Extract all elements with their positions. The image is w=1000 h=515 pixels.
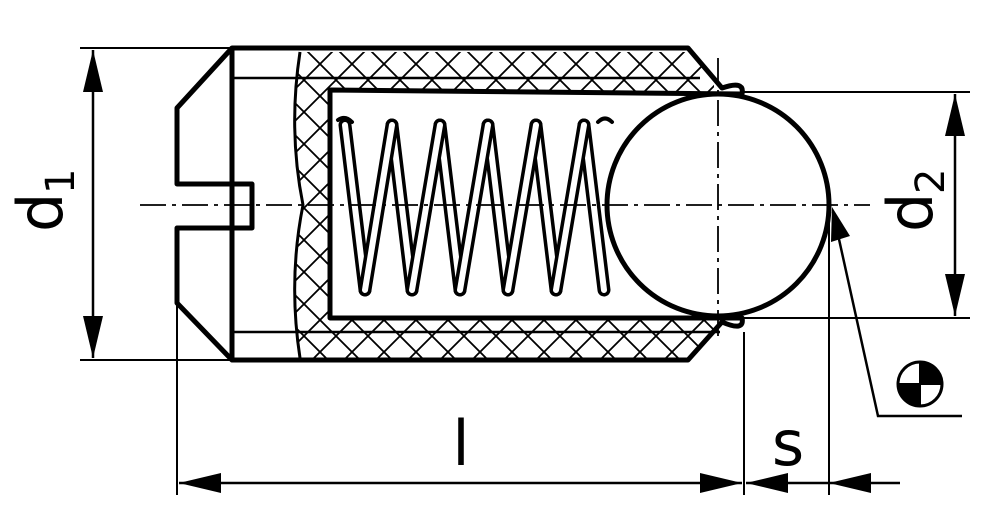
label-s: s [772,407,804,480]
d1-dimension-line [83,50,103,358]
extension-lines [80,47,970,495]
d2-dimension-line [945,94,965,316]
leader-line [831,207,962,418]
svg-text:d: d [4,193,77,232]
svg-text:2: 2 [908,169,954,194]
label-l: l [452,407,469,480]
center-of-gravity-icon [896,360,944,408]
l-dimension-line [179,473,742,493]
label-d2: d 2 [874,169,954,232]
body-outline [174,45,745,363]
svg-text:1: 1 [38,169,84,194]
svg-text:d: d [874,193,947,232]
threaded-sleeve [293,51,714,359]
compression-spring [336,115,614,297]
label-d1: d 1 [4,169,84,232]
s-dimension-line [746,473,900,493]
center-lines [140,58,870,340]
